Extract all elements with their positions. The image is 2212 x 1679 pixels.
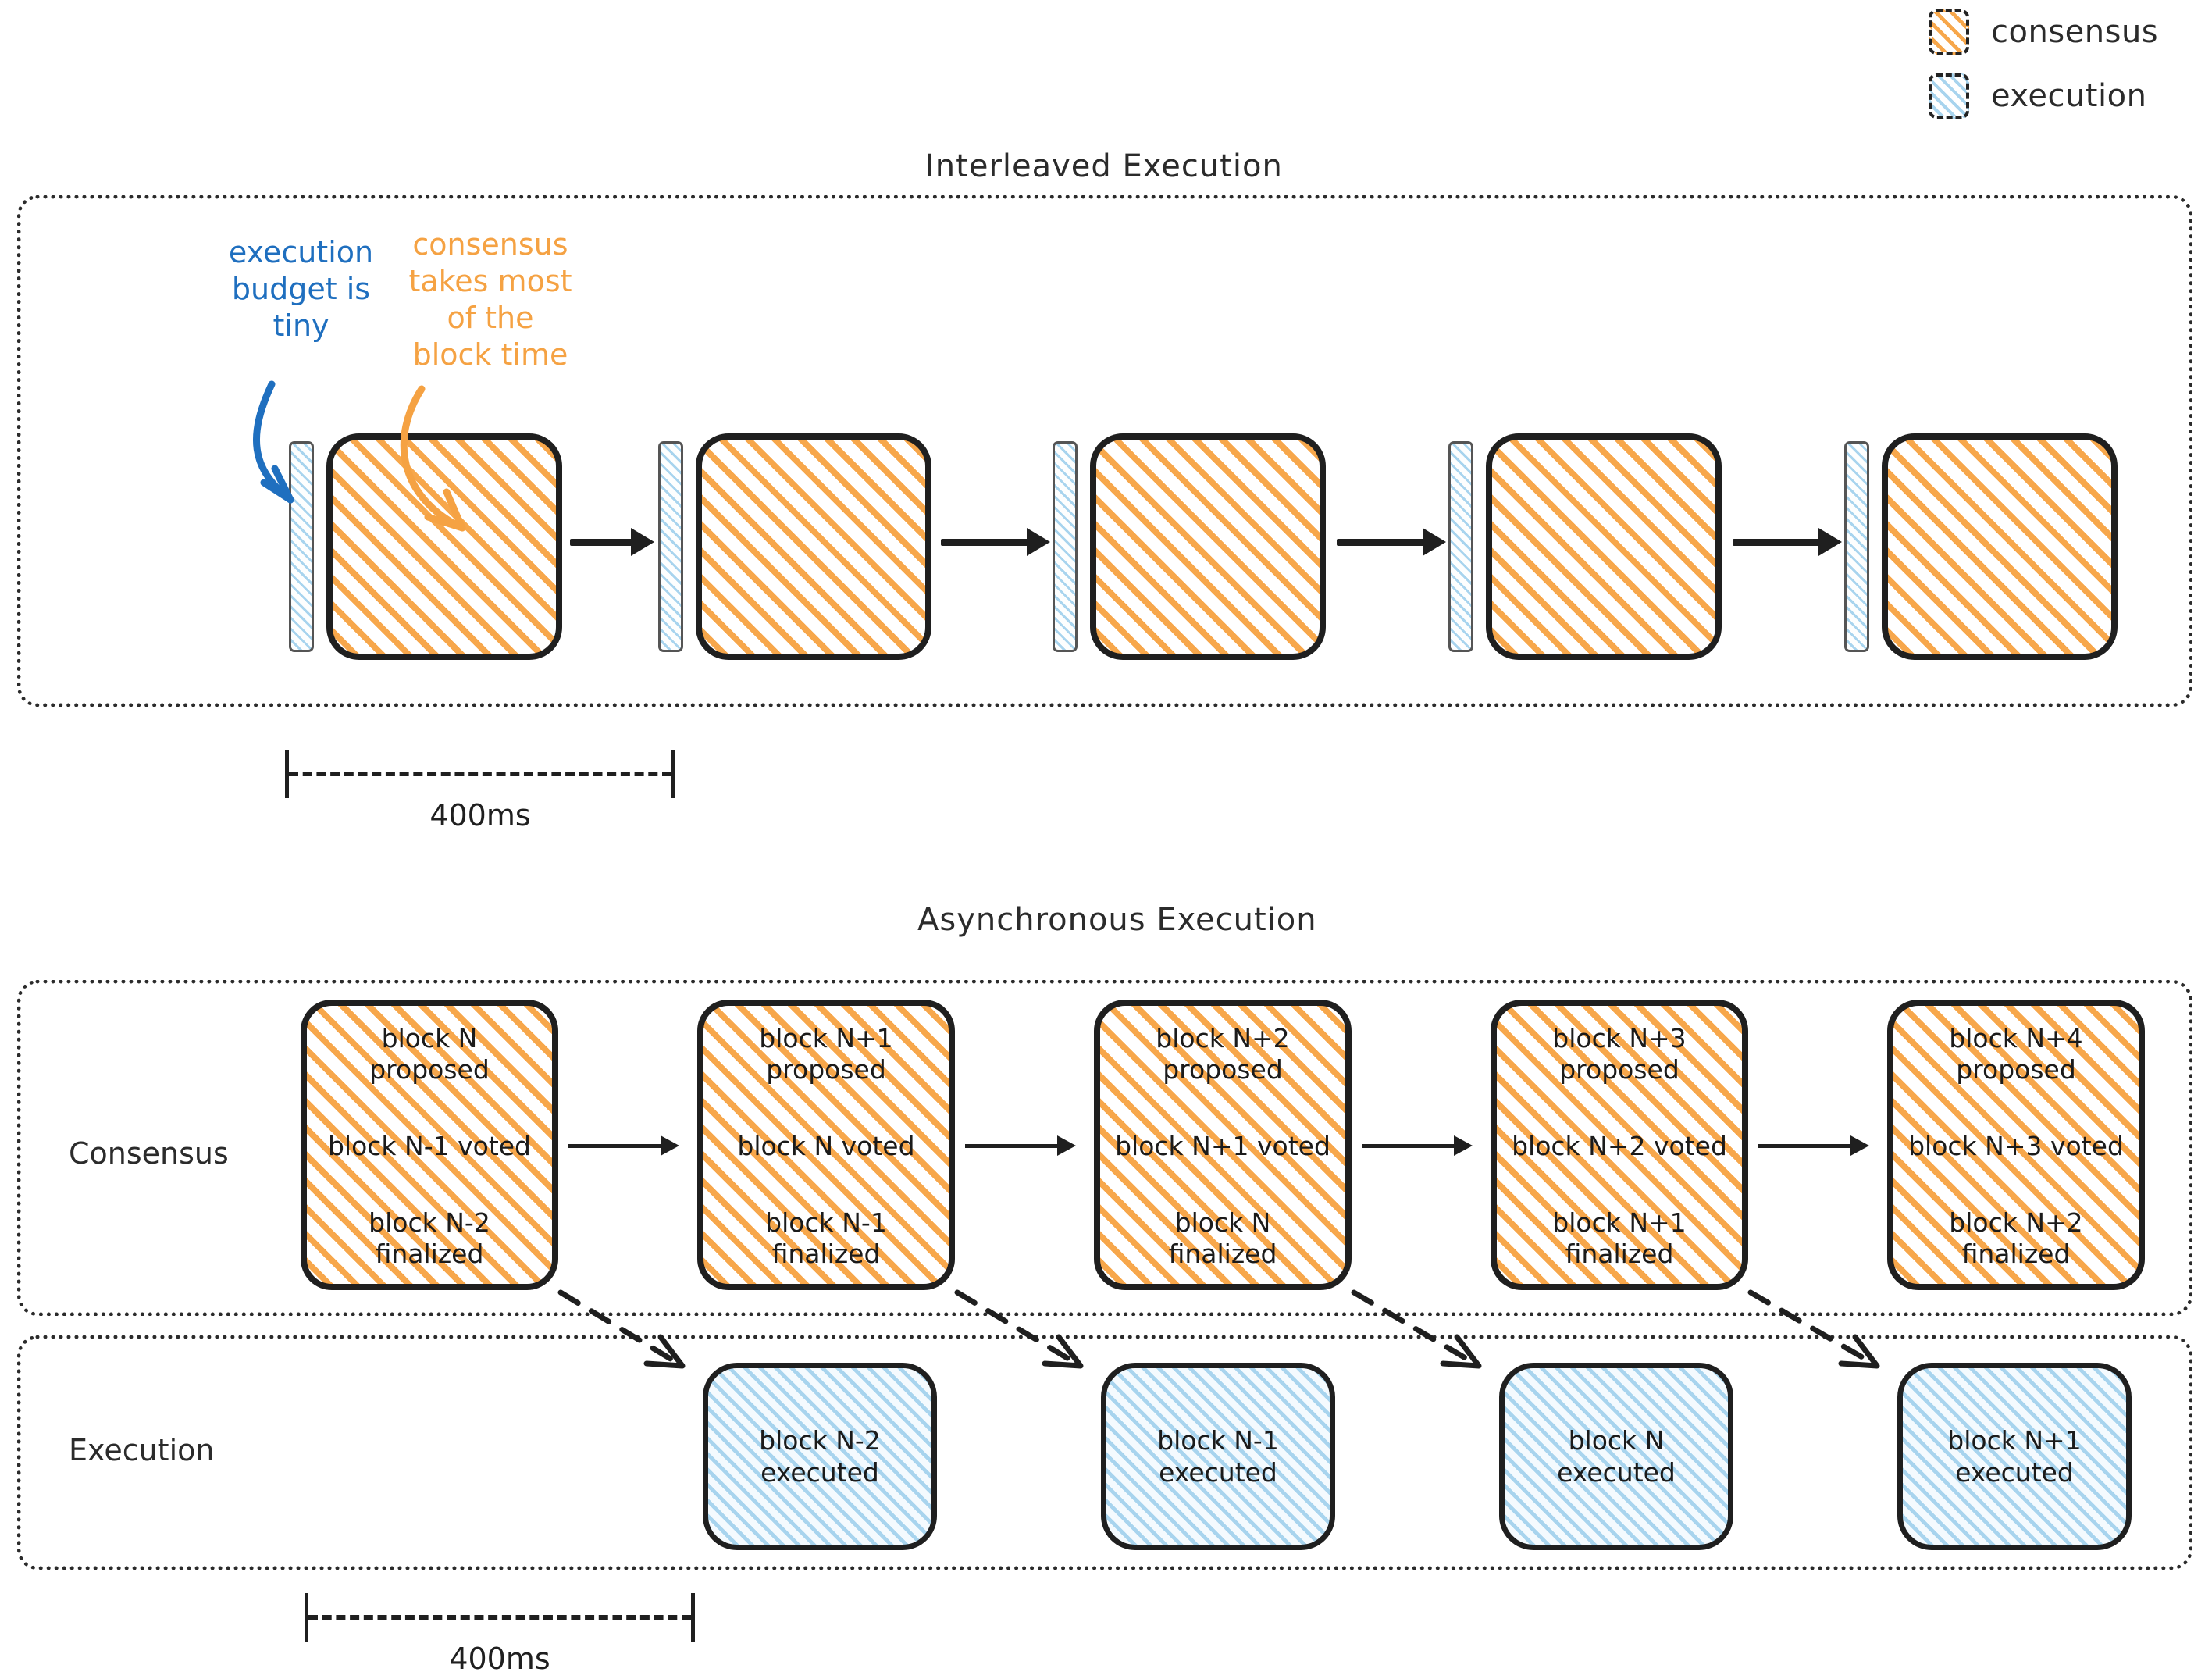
scale-label-interleaved: 400ms [429, 798, 531, 832]
consensus-proposed-line: block N+4 proposed [1949, 1023, 2083, 1085]
execution-block-label: block N executed [1557, 1424, 1676, 1488]
interleaved-consensus-block-2 [696, 433, 931, 660]
callout-execution-budget: execution budget is tiny [228, 235, 374, 344]
execution-block-label: block N-2 executed [759, 1424, 881, 1488]
async-execution-block-4: block N+1 executed [1897, 1363, 2132, 1550]
consensus-finalized-line: block N finalized [1168, 1207, 1277, 1269]
hatched-square-blue-icon [1929, 73, 1969, 119]
async-execution-block-1: block N-2 executed [703, 1363, 937, 1550]
interleaved-consensus-block-3 [1090, 433, 1326, 660]
interleaved-consensus-block-1 [326, 433, 562, 660]
async-consensus-block-3: block N+2 proposed block N+1 voted block… [1094, 1000, 1352, 1290]
async-execution-block-3: block N executed [1499, 1363, 1733, 1550]
consensus-finalized-line: block N-2 finalized [369, 1207, 490, 1269]
async-consensus-block-1: block N proposed block N-1 voted block N… [301, 1000, 558, 1290]
interleaved-consensus-block-5 [1882, 433, 2118, 660]
consensus-voted-line: block N+2 voted [1512, 1130, 1727, 1161]
consensus-voted-line: block N voted [737, 1130, 915, 1161]
async-consensus-block-2: block N+1 proposed block N voted block N… [697, 1000, 955, 1290]
consensus-proposed-line: block N+3 proposed [1552, 1023, 1687, 1085]
execution-block-label: block N-1 executed [1157, 1424, 1279, 1488]
interleaved-execution-sliver-5 [1844, 441, 1869, 652]
consensus-proposed-line: block N+1 proposed [759, 1023, 893, 1085]
row-label-consensus: Consensus [69, 1136, 229, 1171]
consensus-finalized-line: block N+1 finalized [1552, 1207, 1687, 1269]
section-title-asynchronous: Asynchronous Execution [917, 902, 1317, 938]
consensus-proposed-line: block N proposed [369, 1023, 490, 1085]
consensus-voted-line: block N-1 voted [327, 1130, 532, 1161]
consensus-voted-line: block N+3 voted [1908, 1130, 2124, 1161]
callout-consensus-time: consensus takes most of the block time [408, 227, 572, 373]
legend-item-consensus: consensus [1929, 8, 2194, 56]
consensus-row-container [17, 980, 2192, 1316]
hatched-square-orange-icon [1929, 9, 1969, 55]
row-label-execution: Execution [69, 1433, 215, 1467]
consensus-finalized-line: block N-1 finalized [765, 1207, 887, 1269]
consensus-finalized-line: block N+2 finalized [1949, 1207, 2083, 1269]
execution-row-container [17, 1335, 2192, 1570]
scale-bar-interleaved: 400ms [285, 750, 675, 836]
interleaved-execution-sliver-3 [1053, 441, 1078, 652]
async-execution-block-2: block N-1 executed [1101, 1363, 1335, 1550]
legend-item-execution: execution [1929, 72, 2194, 120]
legend-label-execution: execution [1991, 78, 2147, 114]
interleaved-execution-sliver-4 [1448, 441, 1473, 652]
async-consensus-block-4: block N+3 proposed block N+2 voted block… [1491, 1000, 1748, 1290]
scale-label-asynchronous: 400ms [449, 1642, 550, 1676]
consensus-voted-line: block N+1 voted [1115, 1130, 1330, 1161]
legend: consensus execution [1929, 8, 2194, 136]
interleaved-consensus-block-4 [1486, 433, 1722, 660]
scale-bar-asynchronous: 400ms [305, 1593, 695, 1679]
section-title-interleaved: Interleaved Execution [925, 148, 1283, 184]
interleaved-execution-sliver-1 [289, 441, 314, 652]
legend-label-consensus: consensus [1991, 14, 2159, 50]
consensus-proposed-line: block N+2 proposed [1156, 1023, 1290, 1085]
interleaved-container [17, 195, 2192, 707]
execution-block-label: block N+1 executed [1947, 1424, 2082, 1488]
interleaved-execution-sliver-2 [658, 441, 683, 652]
async-consensus-block-5: block N+4 proposed block N+3 voted block… [1887, 1000, 2145, 1290]
